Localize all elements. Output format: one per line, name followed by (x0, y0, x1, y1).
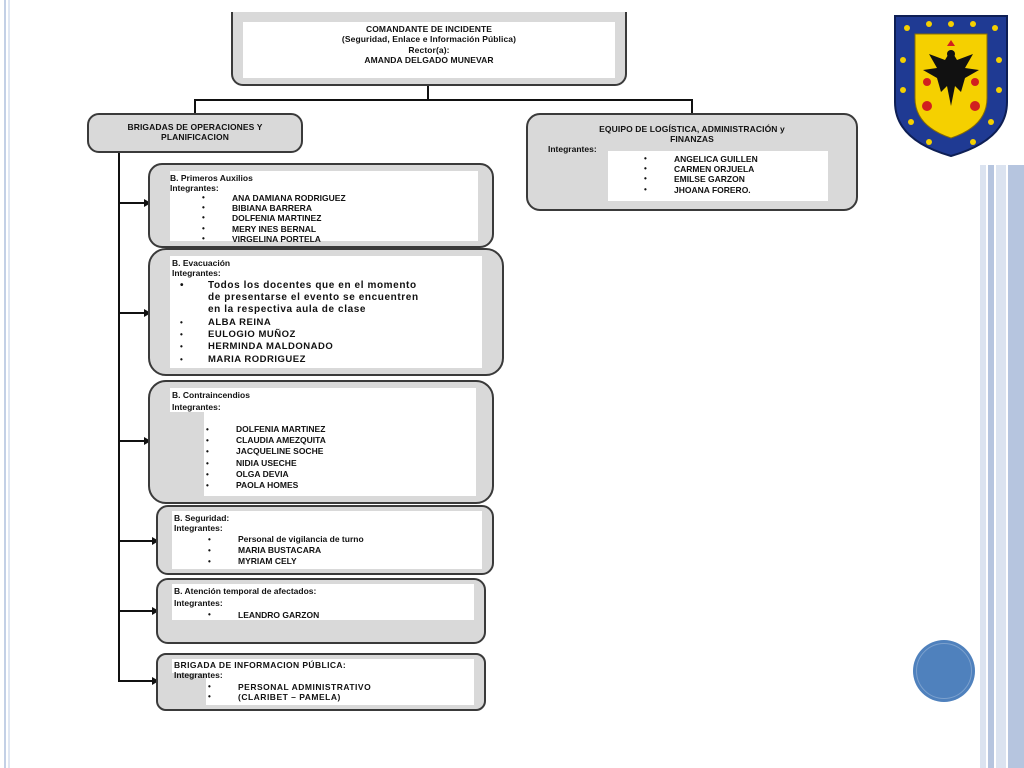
arrowhead-evacuacion (144, 309, 151, 317)
logistics-title-line1: EQUIPO DE LOGÍSTICA, ADMINISTRACIÓN y (599, 124, 785, 134)
arrowhead-atencion (152, 607, 159, 615)
informacion-members: PERSONAL ADMINISTRATIVO (CLARIBET – PAME… (208, 682, 371, 703)
logistics-integrantes-label: Integrantes: (548, 144, 597, 154)
commander-role: Rector(a): (408, 44, 450, 55)
list-item: PAOLA HOMES (206, 480, 326, 491)
connector-right-down (691, 99, 693, 115)
list-item: CARMEN ORJUELA (644, 164, 758, 174)
evacuacion-intro-line2: de presentarse el evento se encuentren (208, 292, 419, 304)
brigadas-operaciones-box: BRIGADAS DE OPERACIONES Y PLANIFICACION (87, 113, 303, 153)
list-item: LEANDRO GARZON (208, 610, 319, 620)
list-item: EULOGIO MUÑOZ (180, 329, 333, 341)
list-item: DOLFENIA MARTINEZ (202, 213, 346, 223)
left-decor-rail (0, 0, 12, 768)
atencion-title: B. Atención temporal de afectados: (174, 586, 317, 596)
connector-brigadas-trunk (118, 151, 120, 682)
connector-branch-atencion (118, 610, 154, 612)
seguridad-integrantes: Integrantes: (174, 523, 223, 533)
primeros-auxilios-members: ANA DAMIANA RODRIGUEZ BIBIANA BARRERA DO… (202, 193, 346, 244)
commander-subtitle: (Seguridad, Enlace e Información Pública… (341, 34, 517, 45)
connector-commander-down (427, 84, 429, 100)
right-decor-stripes (980, 165, 1024, 768)
informacion-integrantes: Integrantes: (174, 670, 223, 680)
arrowhead-seguridad (152, 537, 159, 545)
connector-left-down (194, 99, 196, 115)
evacuacion-intro-line1: Todos los docentes que en el momento (208, 280, 417, 291)
list-item: BIBIANA BARRERA (202, 203, 346, 213)
arrowhead-informacion (152, 677, 159, 685)
seguridad-members: Personal de vigilancia de turno MARIA BU… (208, 534, 364, 567)
connector-branch-contraincendios (118, 440, 146, 442)
list-item: JACQUELINE SOCHE (206, 446, 326, 457)
commander-box: COMANDANTE DE INCIDENTE (Seguridad, Enla… (231, 12, 627, 86)
seguridad-box: B. Seguridad: Integrantes: Personal de v… (156, 505, 494, 575)
list-item: MARIA BUSTACARA (208, 545, 364, 556)
list-item: DOLFENIA MARTINEZ (206, 424, 326, 435)
informacion-title: BRIGADA DE INFORMACION PÚBLICA: (174, 660, 347, 670)
list-item: EMILSE GARZON (644, 174, 758, 184)
evacuacion-integrantes: Integrantes: (172, 268, 221, 278)
primeros-auxilios-integrantes: Integrantes: (170, 183, 219, 193)
decorative-circle-icon (913, 640, 975, 702)
list-item: PERSONAL ADMINISTRATIVO (208, 682, 371, 692)
connector-branch-informacion (118, 680, 154, 682)
list-item: JHOANA FORERO. (644, 185, 758, 195)
logistics-title-line2: FINANZAS (670, 134, 714, 145)
bogota-coat-of-arms-icon (894, 15, 1008, 158)
primeros-auxilios-box: B. Primeros Auxilios Integrantes: ANA DA… (148, 163, 494, 248)
list-item: (CLARIBET – PAMELA) (208, 692, 371, 702)
list-item: CLAUDIA AMEZQUITA (206, 435, 326, 446)
list-item: MYRIAM CELY (208, 556, 364, 567)
connector-branch-seguridad (118, 540, 154, 542)
informacion-publica-box: BRIGADA DE INFORMACION PÚBLICA: Integran… (156, 653, 486, 711)
list-item: Personal de vigilancia de turno (208, 534, 364, 545)
list-item: ANGELICA GUILLEN (644, 154, 758, 164)
connector-branch-evacuacion (118, 312, 146, 314)
contraincendios-integrantes: Integrantes: (172, 402, 221, 412)
connector-branch-primeros (118, 202, 146, 204)
list-item: OLGA DEVIA (206, 469, 326, 480)
arrowhead-contraincendios (144, 437, 151, 445)
evacuacion-box: B. Evacuación Integrantes: • Todos los d… (148, 248, 504, 376)
brigadas-header-line1: BRIGADAS DE OPERACIONES Y (127, 122, 263, 132)
seguridad-title: B. Seguridad: (174, 513, 230, 523)
evacuacion-title: B. Evacuación (172, 258, 231, 268)
contraincendios-box: B. Contraincendios Integrantes: DOLFENIA… (148, 380, 494, 504)
list-item: ANA DAMIANA RODRIGUEZ (202, 193, 346, 203)
list-item: NIDIA USECHE (206, 458, 326, 469)
list-item: VIRGELINA PORTELA (202, 234, 346, 244)
atencion-members: LEANDRO GARZON (208, 610, 319, 620)
commander-name: AMANDA DELGADO MUNEVAR (364, 55, 494, 66)
list-item: MARIA RODRIGUEZ (180, 354, 333, 366)
evacuacion-intro: • Todos los docentes que en el momento d… (180, 280, 486, 317)
arrowhead-primeros (144, 199, 151, 207)
commander-title: COMANDANTE DE INCIDENTE (365, 24, 493, 34)
primeros-auxilios-title: B. Primeros Auxilios (170, 173, 253, 183)
list-item: ALBA REINA (180, 317, 333, 329)
logistics-members: ANGELICA GUILLEN CARMEN ORJUELA EMILSE G… (644, 154, 758, 195)
atencion-temporal-box: B. Atención temporal de afectados: Integ… (156, 578, 486, 644)
brigadas-header-line2: PLANIFICACION (161, 132, 229, 143)
contraincendios-title: B. Contraincendios (172, 390, 250, 400)
list-item: HERMINDA MALDONADO (180, 341, 333, 353)
list-item: MERY INES BERNAL (202, 224, 346, 234)
logistics-team-box: EQUIPO DE LOGÍSTICA, ADMINISTRACIÓN y FI… (526, 113, 858, 211)
atencion-integrantes: Integrantes: (174, 598, 223, 608)
evacuacion-members: ALBA REINA EULOGIO MUÑOZ HERMINDA MALDON… (180, 317, 333, 366)
connector-top-horizontal (194, 99, 693, 101)
evacuacion-intro-line3: en la respectiva aula de clase (208, 304, 367, 316)
contraincendios-members: DOLFENIA MARTINEZ CLAUDIA AMEZQUITA JACQ… (206, 424, 326, 491)
